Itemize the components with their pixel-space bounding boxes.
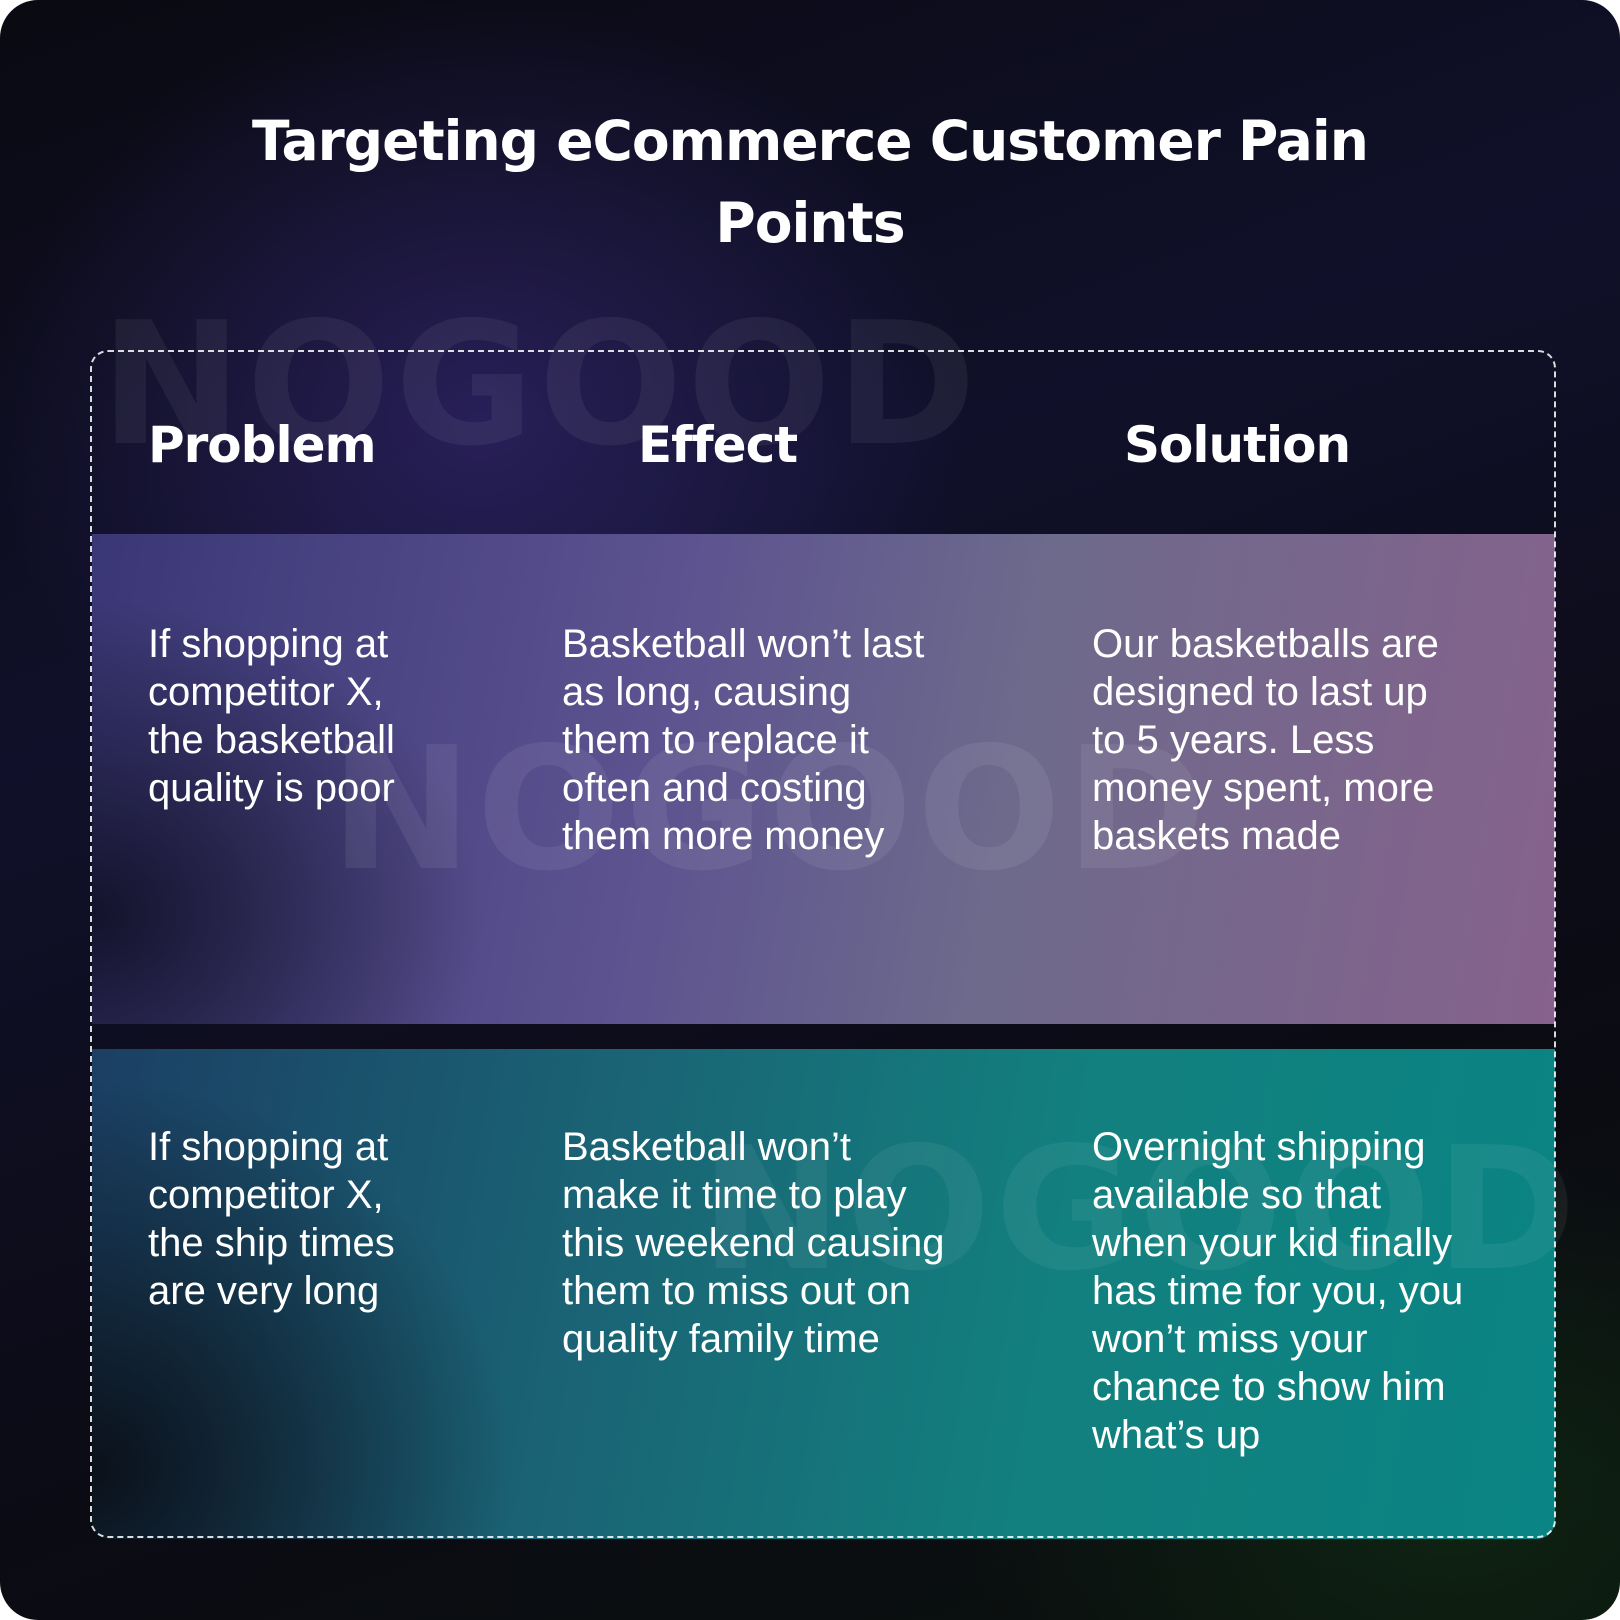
page-title: Targeting eCommerce Customer Pain Points	[252, 109, 1369, 255]
header-problem: Problem	[148, 416, 377, 474]
row-1-problem: If shopping at competitor X, the basketb…	[148, 622, 395, 810]
row-2-effect: Basketball won’t make it time to play th…	[562, 1125, 945, 1361]
row-2-problem: If shopping at competitor X, the ship ti…	[148, 1125, 395, 1313]
header-solution: Solution	[1124, 416, 1351, 474]
row-band-2	[92, 1049, 1555, 1539]
row-1-solution: Our basketballs are designed to last up …	[1092, 622, 1439, 858]
header-effect: Effect	[638, 416, 798, 474]
dashed-table-frame	[90, 350, 1556, 1538]
row-band-1	[92, 534, 1555, 1024]
row-1-effect: Basketball won’t last as long, causing t…	[562, 622, 925, 858]
row-2-solution: Overnight shipping available so that whe…	[1092, 1125, 1464, 1457]
